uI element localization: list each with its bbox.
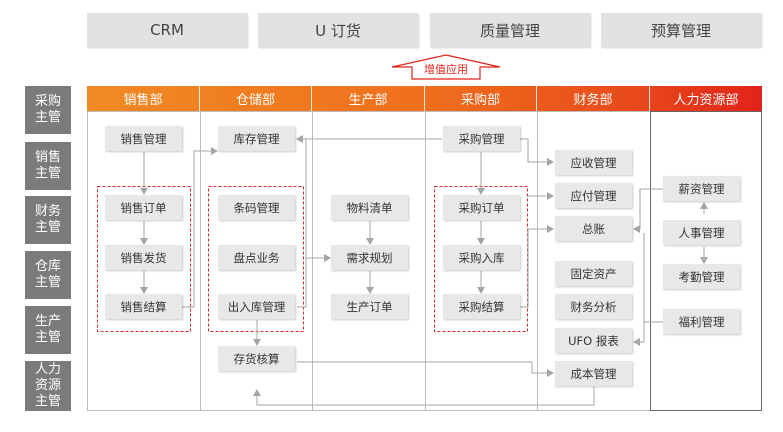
module-purchase-management[interactable]: 采购管理 [443,126,520,151]
role-warehouse-manager: 仓库 主管 [25,251,71,299]
module-ufo-report[interactable]: UFO 报表 [555,328,632,353]
role-line: 采购 [34,94,61,109]
value-app-label: 增值应用 [424,63,468,76]
system-quality: 质量管理 [430,13,590,47]
module-production-order[interactable]: 生产订单 [331,294,408,319]
dept-finance: 财务部 [537,86,650,111]
module-fixed-assets[interactable]: 固定资产 [555,261,632,286]
module-payables[interactable]: 应付管理 [555,183,632,208]
module-bill-of-materials[interactable]: 物料清单 [331,195,408,220]
role-line: 人力 [34,362,61,377]
module-receivables[interactable]: 应收管理 [555,150,632,175]
module-sales-order[interactable]: 销售订单 [105,195,182,220]
module-attendance[interactable]: 考勤管理 [663,264,740,289]
module-demand-planning[interactable]: 需求规划 [331,245,408,270]
system-u-order: U 订货 [258,13,418,47]
role-hr-manager: 人力 资源 主管 [25,361,71,411]
role-line: 主管 [34,166,61,181]
module-purchase-settlement[interactable]: 采购结算 [443,294,520,319]
value-app-arrow: 增值应用 [390,54,502,80]
role-production-manager: 生产 主管 [25,306,71,354]
module-payroll[interactable]: 薪资管理 [663,176,740,201]
module-personnel[interactable]: 人事管理 [663,220,740,245]
role-line: 仓库 [34,259,61,274]
module-stocktake[interactable]: 盘点业务 [218,245,295,270]
module-financial-analysis[interactable]: 财务分析 [555,294,632,319]
module-cost-management[interactable]: 成本管理 [555,361,632,386]
module-barcode-management[interactable]: 条码管理 [218,195,295,220]
dept-hr: 人力资源部 [673,93,739,108]
role-finance-manager: 财务 主管 [25,196,71,244]
module-inventory-management[interactable]: 库存管理 [218,126,295,151]
dept-warehouse: 仓储部 [200,86,312,111]
role-line: 主管 [34,110,61,125]
system-budget: 预算管理 [601,13,761,47]
role-line: 财务 [34,204,61,219]
dept-sales: 销售部 [87,86,200,111]
module-sales-settlement[interactable]: 销售结算 [105,294,182,319]
module-inbound-outbound[interactable]: 出入库管理 [218,294,295,319]
module-welfare[interactable]: 福利管理 [663,309,740,334]
dept-purchase: 采购部 [425,86,537,111]
role-purchase-manager: 采购 主管 [25,86,71,134]
up-arrow-icon [391,54,501,80]
role-sales-manager: 销售 主管 [25,142,71,190]
role-line: 主管 [34,220,61,235]
module-purchase-order[interactable]: 采购订单 [443,195,520,220]
role-line: 主管 [34,275,61,290]
module-sales-delivery[interactable]: 销售发货 [105,245,182,270]
module-inventory-accounting[interactable]: 存货核算 [218,346,295,371]
role-line: 主管 [34,394,61,409]
department-header: 销售部 仓储部 生产部 采购部 财务部 人力资源部 [87,86,762,111]
role-line: 主管 [34,330,61,345]
module-general-ledger[interactable]: 总账 [555,216,632,241]
role-line: 销售 [34,150,61,165]
system-crm: CRM [87,13,247,47]
module-sales-management[interactable]: 销售管理 [105,126,182,151]
role-line: 资源 [34,378,61,393]
module-purchase-receipt[interactable]: 采购入库 [443,245,520,270]
dept-production: 生产部 [312,86,425,111]
role-line: 生产 [34,314,61,329]
